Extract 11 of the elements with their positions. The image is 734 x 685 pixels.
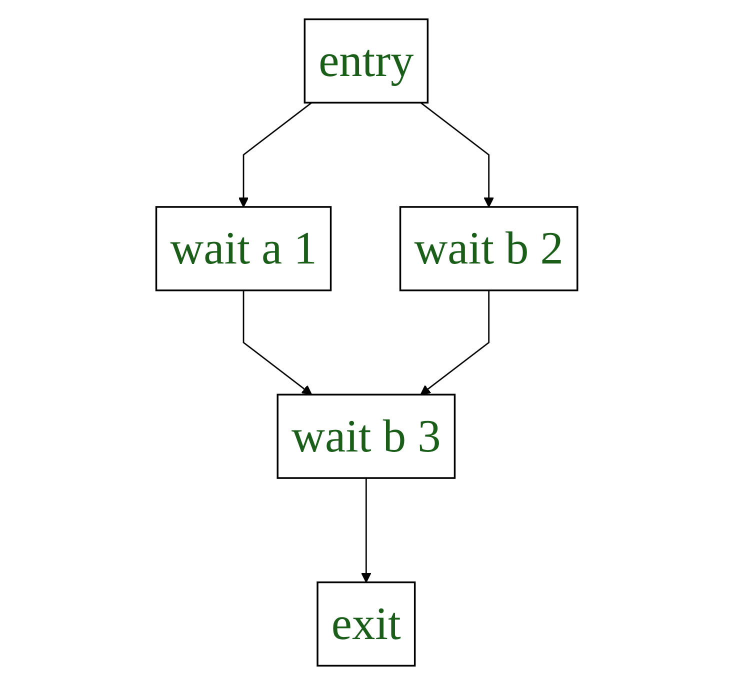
flowchart-diagram: entry wait a 1 wait b 2 wait b 3 exit xyxy=(147,10,587,675)
node-box xyxy=(304,18,429,104)
arrow xyxy=(420,290,490,396)
arrow xyxy=(243,290,312,396)
node-box xyxy=(316,581,416,667)
node-box xyxy=(156,206,332,292)
node-box xyxy=(400,206,578,292)
arrow xyxy=(238,102,312,208)
arrow xyxy=(420,102,494,208)
node-box xyxy=(276,394,456,479)
arrow xyxy=(361,478,372,583)
